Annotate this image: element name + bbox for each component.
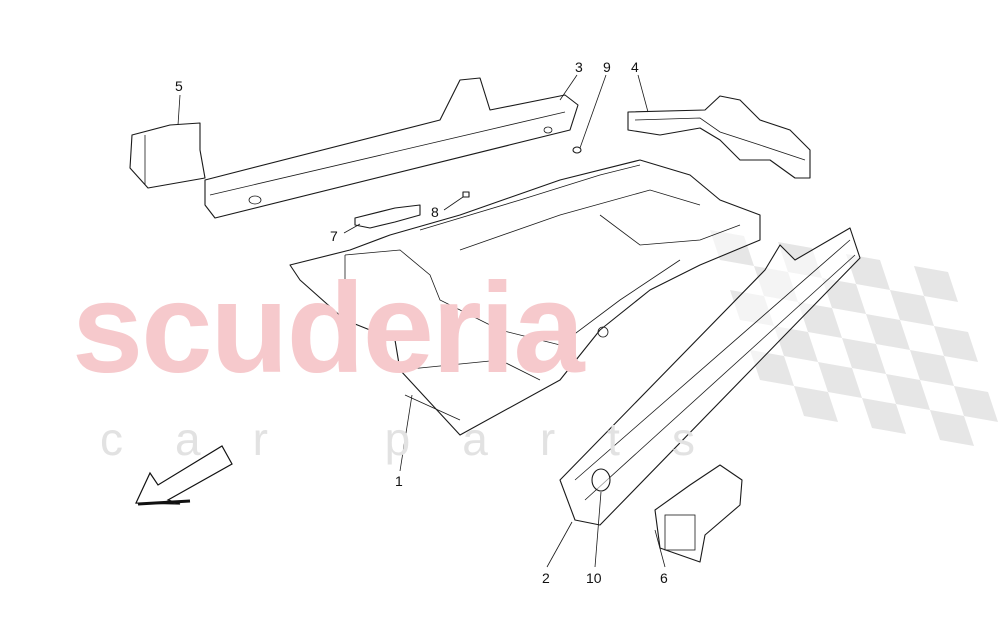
part-6-bracket [654, 464, 743, 563]
flag-square [930, 410, 974, 446]
flag-square [822, 278, 866, 314]
part-2-right-sill [559, 227, 861, 526]
flag-square [846, 254, 890, 290]
flag-square [954, 386, 998, 422]
callout-2: 2 [542, 570, 550, 586]
flag-square [910, 350, 954, 386]
watermark-brand: scuderia [72, 257, 585, 400]
callout-labels: 1 2 3 4 5 6 7 8 9 10 [175, 59, 668, 586]
part-5-bracket [129, 122, 206, 189]
callout-3: 3 [575, 59, 583, 75]
callout-4: 4 [631, 59, 639, 75]
flag-square [934, 326, 978, 362]
part-7-bracket [354, 204, 421, 229]
flag-square [890, 290, 934, 326]
flag-square [842, 338, 886, 374]
flag-square [818, 362, 862, 398]
callout-5: 5 [175, 78, 183, 94]
flag-square [862, 398, 906, 434]
part-10-plug [591, 468, 611, 492]
leader-lines [177, 74, 666, 568]
callout-6: 6 [660, 570, 668, 586]
callout-7: 7 [330, 228, 338, 244]
flag-square [914, 266, 958, 302]
part-4-crossmember [627, 95, 811, 179]
part-8-clip [462, 191, 470, 198]
watermark-sub: car parts [100, 413, 747, 465]
callout-9: 9 [603, 59, 611, 75]
callout-1: 1 [395, 473, 403, 489]
flag-square [866, 314, 910, 350]
part-3-left-sill [204, 77, 579, 219]
part-1-floor-pan [289, 159, 761, 436]
part-9-plug [572, 146, 582, 154]
watermark: scuderia car parts [72, 257, 747, 465]
arrow-front-left-icon [135, 445, 233, 506]
callout-8: 8 [431, 204, 439, 220]
flag-square [794, 386, 838, 422]
callout-10: 10 [586, 570, 602, 586]
flag-square [886, 374, 930, 410]
